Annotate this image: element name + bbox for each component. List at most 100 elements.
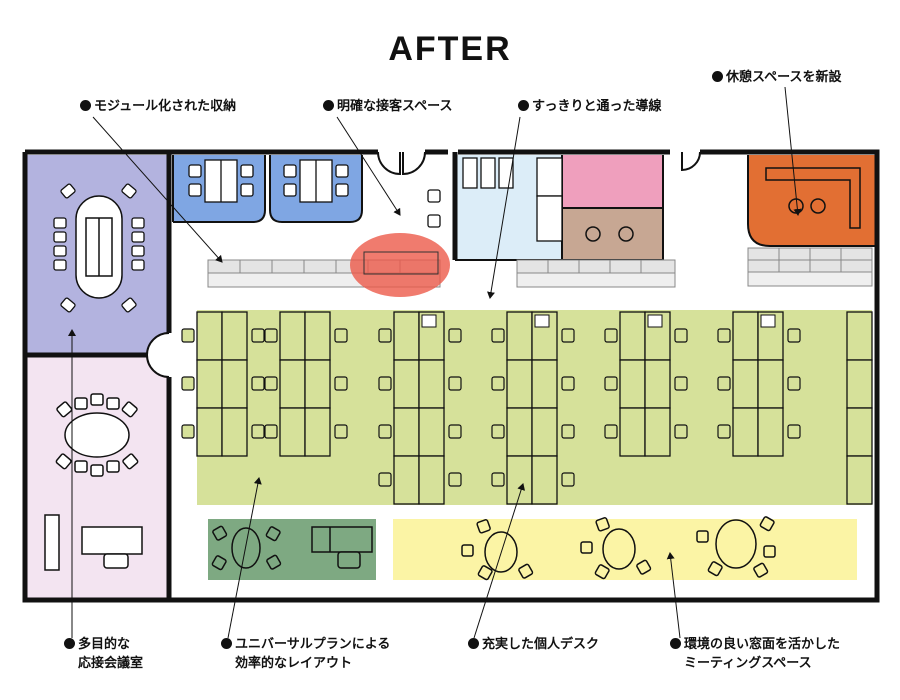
- label-flow-line: すっきりと通った導線: [518, 97, 661, 116]
- bullet-icon: [221, 638, 232, 649]
- desk: [506, 359, 533, 409]
- monitor-icon: [760, 314, 776, 328]
- desk: [531, 359, 558, 409]
- desk-chair: [491, 376, 505, 391]
- desk-chair: [448, 376, 462, 391]
- bullet-icon: [712, 71, 723, 82]
- desk-chair: [181, 328, 195, 343]
- desk: [846, 455, 873, 505]
- desk-chair: [378, 424, 392, 439]
- desk: [418, 359, 445, 409]
- desk: [196, 311, 223, 361]
- desk-chair: [448, 424, 462, 439]
- desk-chair: [604, 328, 618, 343]
- desk-chair: [491, 424, 505, 439]
- desk-chair: [674, 424, 688, 439]
- desk-chair: [378, 328, 392, 343]
- meeting-table: [75, 195, 123, 299]
- desk-chair: [604, 376, 618, 391]
- desk-chair: [717, 424, 731, 439]
- desk: [393, 311, 420, 361]
- desk-chair: [264, 376, 278, 391]
- window-meeting-furniture: [461, 516, 776, 581]
- desk: [304, 359, 331, 409]
- desk: [531, 407, 558, 457]
- label-personal-desk: 充実した個人デスク: [468, 635, 599, 654]
- pink-room: [562, 155, 663, 208]
- desk-chair: [787, 424, 801, 439]
- desk: [506, 311, 533, 361]
- desk: [393, 359, 420, 409]
- desk-chair: [561, 424, 575, 439]
- desk-chair: [264, 424, 278, 439]
- green-meeting-furniture: [211, 525, 373, 571]
- bullet-icon: [518, 100, 529, 111]
- desk: [279, 311, 306, 361]
- desk: [619, 311, 646, 361]
- label-universal-plan: ユニバーサルプランによる効率的なレイアウト: [221, 635, 390, 673]
- tan-room-furniture: [585, 226, 634, 242]
- desk: [846, 311, 873, 361]
- desk-chair: [334, 328, 348, 343]
- desk: [506, 407, 533, 457]
- doors: [145, 151, 701, 378]
- desk-chair: [787, 328, 801, 343]
- desk: [846, 359, 873, 409]
- desk: [221, 407, 248, 457]
- desk: [619, 407, 646, 457]
- monitor-icon: [647, 314, 663, 328]
- desk: [757, 407, 784, 457]
- desk: [393, 407, 420, 457]
- bullet-icon: [468, 638, 479, 649]
- desk: [531, 455, 558, 505]
- desk: [418, 407, 445, 457]
- desk-chair: [334, 376, 348, 391]
- desk-chair: [491, 328, 505, 343]
- desk-groups: [181, 311, 873, 505]
- desk: [279, 359, 306, 409]
- desk-chair: [378, 472, 392, 487]
- desk-chair: [561, 328, 575, 343]
- bullet-icon: [323, 100, 334, 111]
- desk: [196, 407, 223, 457]
- desk-chair: [181, 424, 195, 439]
- page-title: AFTER: [388, 30, 512, 68]
- desk: [757, 359, 784, 409]
- label-modular-storage: モジュール化された収納: [80, 97, 236, 116]
- monitor-icon: [421, 314, 437, 328]
- meeting-chairs: [53, 183, 145, 313]
- desk-chair: [491, 472, 505, 487]
- desk: [304, 407, 331, 457]
- desk: [732, 407, 759, 457]
- label-meeting-room: 多目的な応接会議室: [64, 635, 143, 673]
- break-space: [748, 155, 877, 246]
- leader-lines: [68, 86, 802, 639]
- desk-chair: [251, 328, 265, 343]
- desk: [304, 311, 331, 361]
- desk-chair: [378, 376, 392, 391]
- desk: [393, 455, 420, 505]
- desk: [846, 407, 873, 457]
- desk: [196, 359, 223, 409]
- label-break-space: 休憩スペースを新設: [712, 68, 841, 87]
- desk-chair: [561, 472, 575, 487]
- reception-table: [44, 393, 143, 571]
- desk: [644, 359, 671, 409]
- monitor-icon: [534, 314, 550, 328]
- desk-chair: [604, 424, 618, 439]
- desk: [732, 311, 759, 361]
- desk: [418, 455, 445, 505]
- tan-room: [562, 208, 663, 260]
- desk-chair: [561, 376, 575, 391]
- desk-chair: [448, 472, 462, 487]
- desk: [221, 311, 248, 361]
- desk: [279, 407, 306, 457]
- desk-chair: [717, 328, 731, 343]
- desk: [644, 407, 671, 457]
- desk-chair: [251, 424, 265, 439]
- desk-chair: [717, 376, 731, 391]
- desk-chair: [674, 328, 688, 343]
- desk: [506, 455, 533, 505]
- desk-chair: [251, 376, 265, 391]
- desk-chair: [674, 376, 688, 391]
